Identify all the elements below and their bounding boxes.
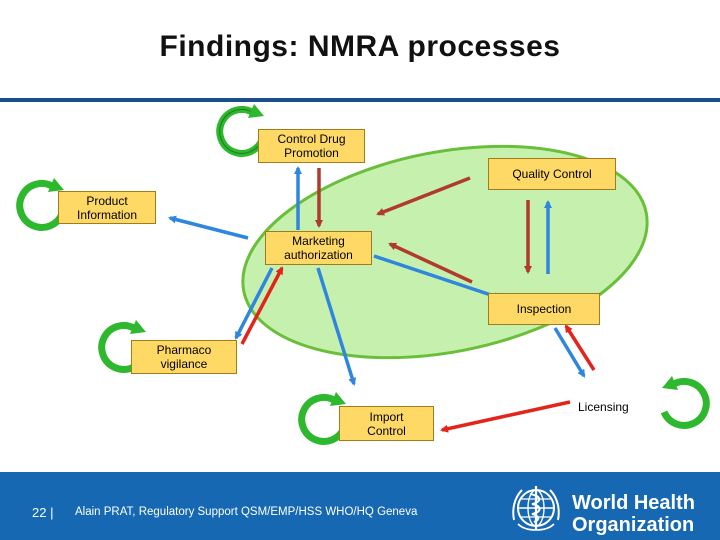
node-inspection: Inspection [488,293,600,325]
cycle-arrow-icon [298,392,348,445]
arrow-pharmaco-to-marketing [240,266,284,345]
node-label: Inspection [516,302,572,316]
arrow-licensing-to-import [440,400,571,433]
node-label: Import Control [367,409,406,438]
cycle-arrow-icon [216,104,266,157]
node-label: Pharmaco vigilance [156,343,212,371]
node-label: Quality Control [512,167,592,181]
who-org-name-line1: World Health [572,492,695,514]
node-control-drug-promotion: Control Drug Promotion [258,129,365,163]
who-org-name: World Health Organization [572,492,695,536]
node-licensing: Licensing [578,400,629,414]
node-pharmaco-vigilance: Pharmaco vigilance [131,340,237,374]
arrow-quality-to-marketing [376,176,471,216]
title-divider [0,98,720,102]
arrow-licensing-to-inspection [564,324,596,371]
arrow-marketing-to-inspection [373,254,502,300]
arrow-inspection-to-licensing [553,327,586,378]
node-label: Marketing authorization [284,234,353,262]
cycle-arrow-icon [16,178,66,231]
arrow-inspection-to-marketing [388,242,473,284]
node-product-information: Product Information [58,191,156,224]
node-marketing-authorization: Marketing authorization [265,231,372,265]
arrow-marketing-to-product-info [168,215,249,240]
node-label: Control Drug Promotion [277,132,346,160]
cycle-arrow-icon [660,376,710,429]
who-emblem-icon [512,486,560,531]
page-number: 22 | [32,505,54,520]
page-title: Findings: NMRA processes [159,30,561,63]
footer-bar: 22 | Alain PRAT, Regulatory Support QSM/… [0,472,720,540]
footer-credit: Alain PRAT, Regulatory Support QSM/EMP/H… [75,506,418,518]
node-import-control: Import Control [339,406,434,441]
arrow-marketing-to-import [316,267,357,386]
node-quality-control: Quality Control [488,158,616,190]
node-label: Product Information [76,193,138,222]
arrow-marketing-to-pharmaco [234,267,274,340]
who-org-name-line2: Organization [572,514,695,536]
